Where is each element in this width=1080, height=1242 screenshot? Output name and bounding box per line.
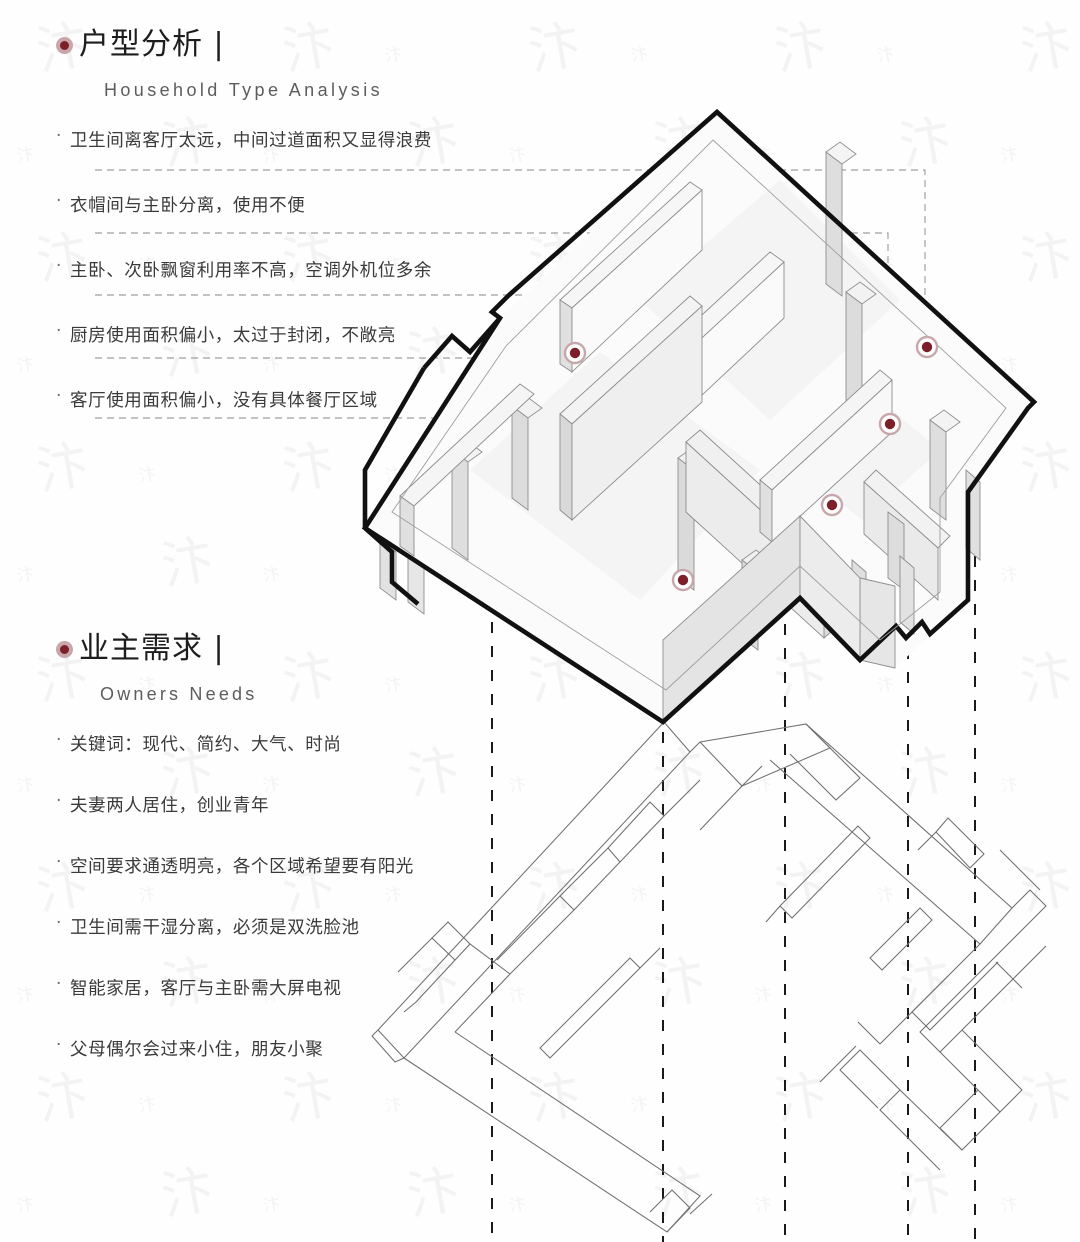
marker-bathroom[interactable] [915,335,939,359]
marker-livingroom[interactable] [671,568,695,592]
needs-bullet-list: 关键词：现代、简约、大气、时尚 夫妻两人居住，创业青年 空间要求通透明亮，各个区… [56,730,414,1061]
list-item: 客厅使用面积偏小，没有具体餐厅区域 [56,386,432,412]
list-item: 关键词：现代、简约、大气、时尚 [56,730,414,756]
list-item: 厨房使用面积偏小，太过于封闭，不敞亮 [56,321,432,347]
list-item: 智能家居，客厅与主卧需大屏电视 [56,974,414,1000]
section-header: 业主需求 | [56,634,414,664]
list-item: 主卧、次卧飘窗利用率不高，空调外机位多余 [56,256,432,282]
page-title: 户型分析 | [79,27,225,62]
section-title: 业主需求 | [79,631,225,666]
flat-floor-plan [371,721,1047,1233]
section-header: 户型分析 | [56,30,432,60]
list-item: 空间要求通透明亮，各个区域希望要有阳光 [56,852,414,878]
list-item: 卫生间离客厅太远，中间过道面积又显得浪费 [56,126,432,152]
list-item: 卫生间需干湿分离，必须是双洗脸池 [56,913,414,939]
list-item: 衣帽间与主卧分离，使用不便 [56,191,432,217]
list-item: 夫妻两人居住，创业青年 [56,791,414,817]
marker-bedroom[interactable] [820,493,844,517]
list-item: 父母偶尔会过来小住，朋友小聚 [56,1035,414,1061]
bullseye-icon [56,640,73,658]
marker-cloakroom[interactable] [878,412,902,436]
section-owners-needs: 业主需求 | Owners Needs 关键词：现代、简约、大气、时尚 夫妻两人… [56,634,414,1097]
bullseye-icon [56,36,73,54]
section-household-type-analysis: 户型分析 | Household Type Analysis 卫生间离客厅太远，… [56,30,432,452]
marker-kitchen[interactable] [563,341,587,365]
section-subtitle: Household Type Analysis [104,80,383,100]
analysis-bullet-list: 卫生间离客厅太远，中间过道面积又显得浪费 衣帽间与主卧分离，使用不便 主卧、次卧… [56,126,432,412]
section-subtitle: Owners Needs [100,684,258,704]
